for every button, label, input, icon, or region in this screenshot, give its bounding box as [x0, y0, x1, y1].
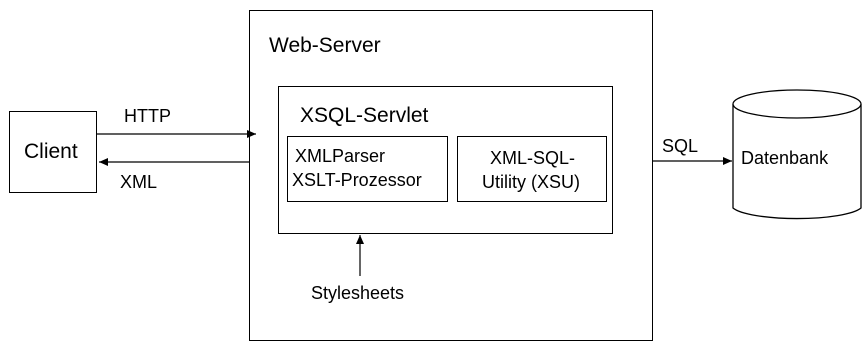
- http-label: HTTP: [124, 106, 171, 126]
- database-label: Datenbank: [741, 148, 829, 168]
- sql-label: SQL: [662, 136, 699, 156]
- xml-parser-node: [287, 136, 448, 202]
- xsu-label-line1: XML-SQL-: [490, 148, 576, 168]
- client-node: [9, 111, 97, 193]
- client-label: Client: [24, 140, 78, 163]
- database-cylinder: [732, 89, 862, 220]
- xsql-servlet-title: XSQL-Servlet: [300, 104, 429, 127]
- stylesheets-label: Stylesheets: [311, 283, 405, 303]
- xml-parser-label: XMLParser: [295, 146, 386, 166]
- xsu-label-line2: Utility (XSU): [482, 172, 580, 192]
- xslt-processor-label: XSLT-Prozessor: [292, 170, 422, 190]
- xsu-node: [457, 136, 607, 202]
- web-server-title: Web-Server: [269, 34, 381, 57]
- xml-label: XML: [120, 172, 158, 192]
